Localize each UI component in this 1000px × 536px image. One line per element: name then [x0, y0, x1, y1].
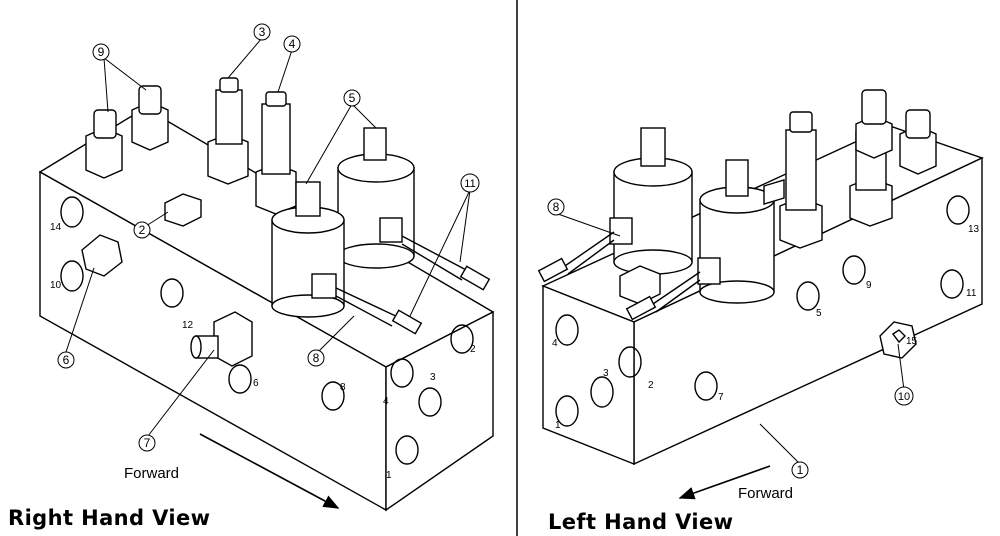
solenoid-coil-5a	[337, 127, 415, 269]
callout-3: 3	[253, 23, 271, 41]
hex-plug-top	[164, 193, 202, 227]
port-label: 3	[603, 368, 609, 379]
callout-5: 5	[343, 89, 361, 107]
svg-text:7: 7	[144, 436, 151, 450]
port-label: 10	[50, 280, 62, 291]
forward-label-left: Forward	[738, 485, 793, 502]
right-hand-view-title: Right Hand View	[8, 506, 211, 530]
svg-text:8: 8	[313, 351, 320, 365]
wire-lead-left-lower	[625, 271, 701, 321]
callout-6: 6	[57, 351, 75, 369]
left-port-labels: 4 3 2 1 7 5 9 11 13 15	[552, 224, 980, 431]
port-label: 11	[966, 288, 977, 299]
pressure-switch-9b	[131, 85, 169, 151]
left-hand-view-title: Left Hand View	[548, 510, 734, 534]
port-label: 2	[648, 380, 654, 391]
end-ports	[390, 324, 474, 465]
cartridge-3	[207, 77, 249, 185]
cartridge-4	[255, 91, 297, 215]
svg-text:8: 8	[553, 200, 560, 214]
svg-text:11: 11	[464, 178, 475, 190]
solenoid-coil-5b	[271, 181, 345, 318]
svg-text:9: 9	[98, 45, 105, 59]
right-leaders	[65, 37, 471, 437]
forward-arrow-left	[678, 465, 771, 500]
callout-4: 4	[283, 35, 301, 53]
port-label: 15	[906, 336, 918, 347]
forward-arrow-right	[199, 433, 340, 509]
callout-10: 10	[894, 386, 914, 406]
manifold-block-end	[385, 310, 494, 512]
port-label: 14	[50, 222, 62, 233]
port-label: 4	[383, 396, 389, 407]
left-callouts: 8 10 1	[547, 198, 914, 479]
end-ports	[555, 314, 642, 427]
callout-1: 1	[791, 461, 809, 479]
switch-left-1	[855, 89, 893, 159]
svg-text:5: 5	[349, 91, 356, 105]
port-label: 2	[470, 344, 476, 355]
side-ports	[60, 196, 345, 411]
pressure-switch-9a	[85, 109, 123, 179]
cartridge-left-1	[779, 111, 823, 249]
callout-2: 2	[133, 221, 151, 239]
port-label: 12	[182, 320, 194, 331]
callout-9: 9	[92, 43, 110, 61]
callout-8: 8	[547, 198, 565, 216]
port-label: 1	[555, 420, 561, 431]
svg-text:3: 3	[259, 25, 266, 39]
svg-text:6: 6	[63, 353, 70, 367]
solenoid-coil-left-a	[609, 127, 693, 275]
right-callouts: 9 3 4 5 2 6 7 8 11	[57, 23, 480, 452]
fitting-left	[763, 179, 785, 205]
forward-label-right: Forward	[124, 465, 179, 482]
callout-11: 11	[460, 173, 480, 193]
hex-plug-left	[619, 265, 661, 305]
manifold-block-end	[542, 284, 635, 466]
wire-lead-left-upper	[537, 231, 615, 283]
right-port-labels: 14 10 12 6 8 4 3 2 1	[50, 222, 476, 481]
port-label: 6	[253, 378, 259, 389]
svg-text:2: 2	[139, 223, 146, 237]
callout-8: 8	[307, 349, 325, 367]
solenoid-coil-left-b	[697, 159, 775, 304]
port-label: 9	[866, 280, 872, 291]
port-label: 4	[552, 338, 558, 349]
callout-7: 7	[138, 434, 156, 452]
svg-text:4: 4	[289, 37, 296, 51]
side-ports	[694, 195, 970, 401]
wire-lead-lower	[335, 287, 423, 335]
svg-text:1: 1	[797, 463, 804, 477]
left-leaders	[557, 213, 905, 465]
port-label: 8	[340, 382, 346, 393]
hex-plate-15	[879, 321, 917, 359]
svg-text:10: 10	[898, 391, 910, 403]
right-hand-view	[38, 37, 495, 512]
port-label: 5	[816, 308, 822, 319]
switch-left-2	[899, 109, 937, 175]
hex-plug-side	[81, 234, 123, 277]
left-hand-view	[537, 89, 984, 500]
port-label: 1	[386, 470, 392, 481]
port-label: 7	[718, 392, 724, 403]
wire-lead-upper	[401, 235, 491, 291]
port-label: 3	[430, 372, 436, 383]
port-label: 13	[968, 224, 980, 235]
